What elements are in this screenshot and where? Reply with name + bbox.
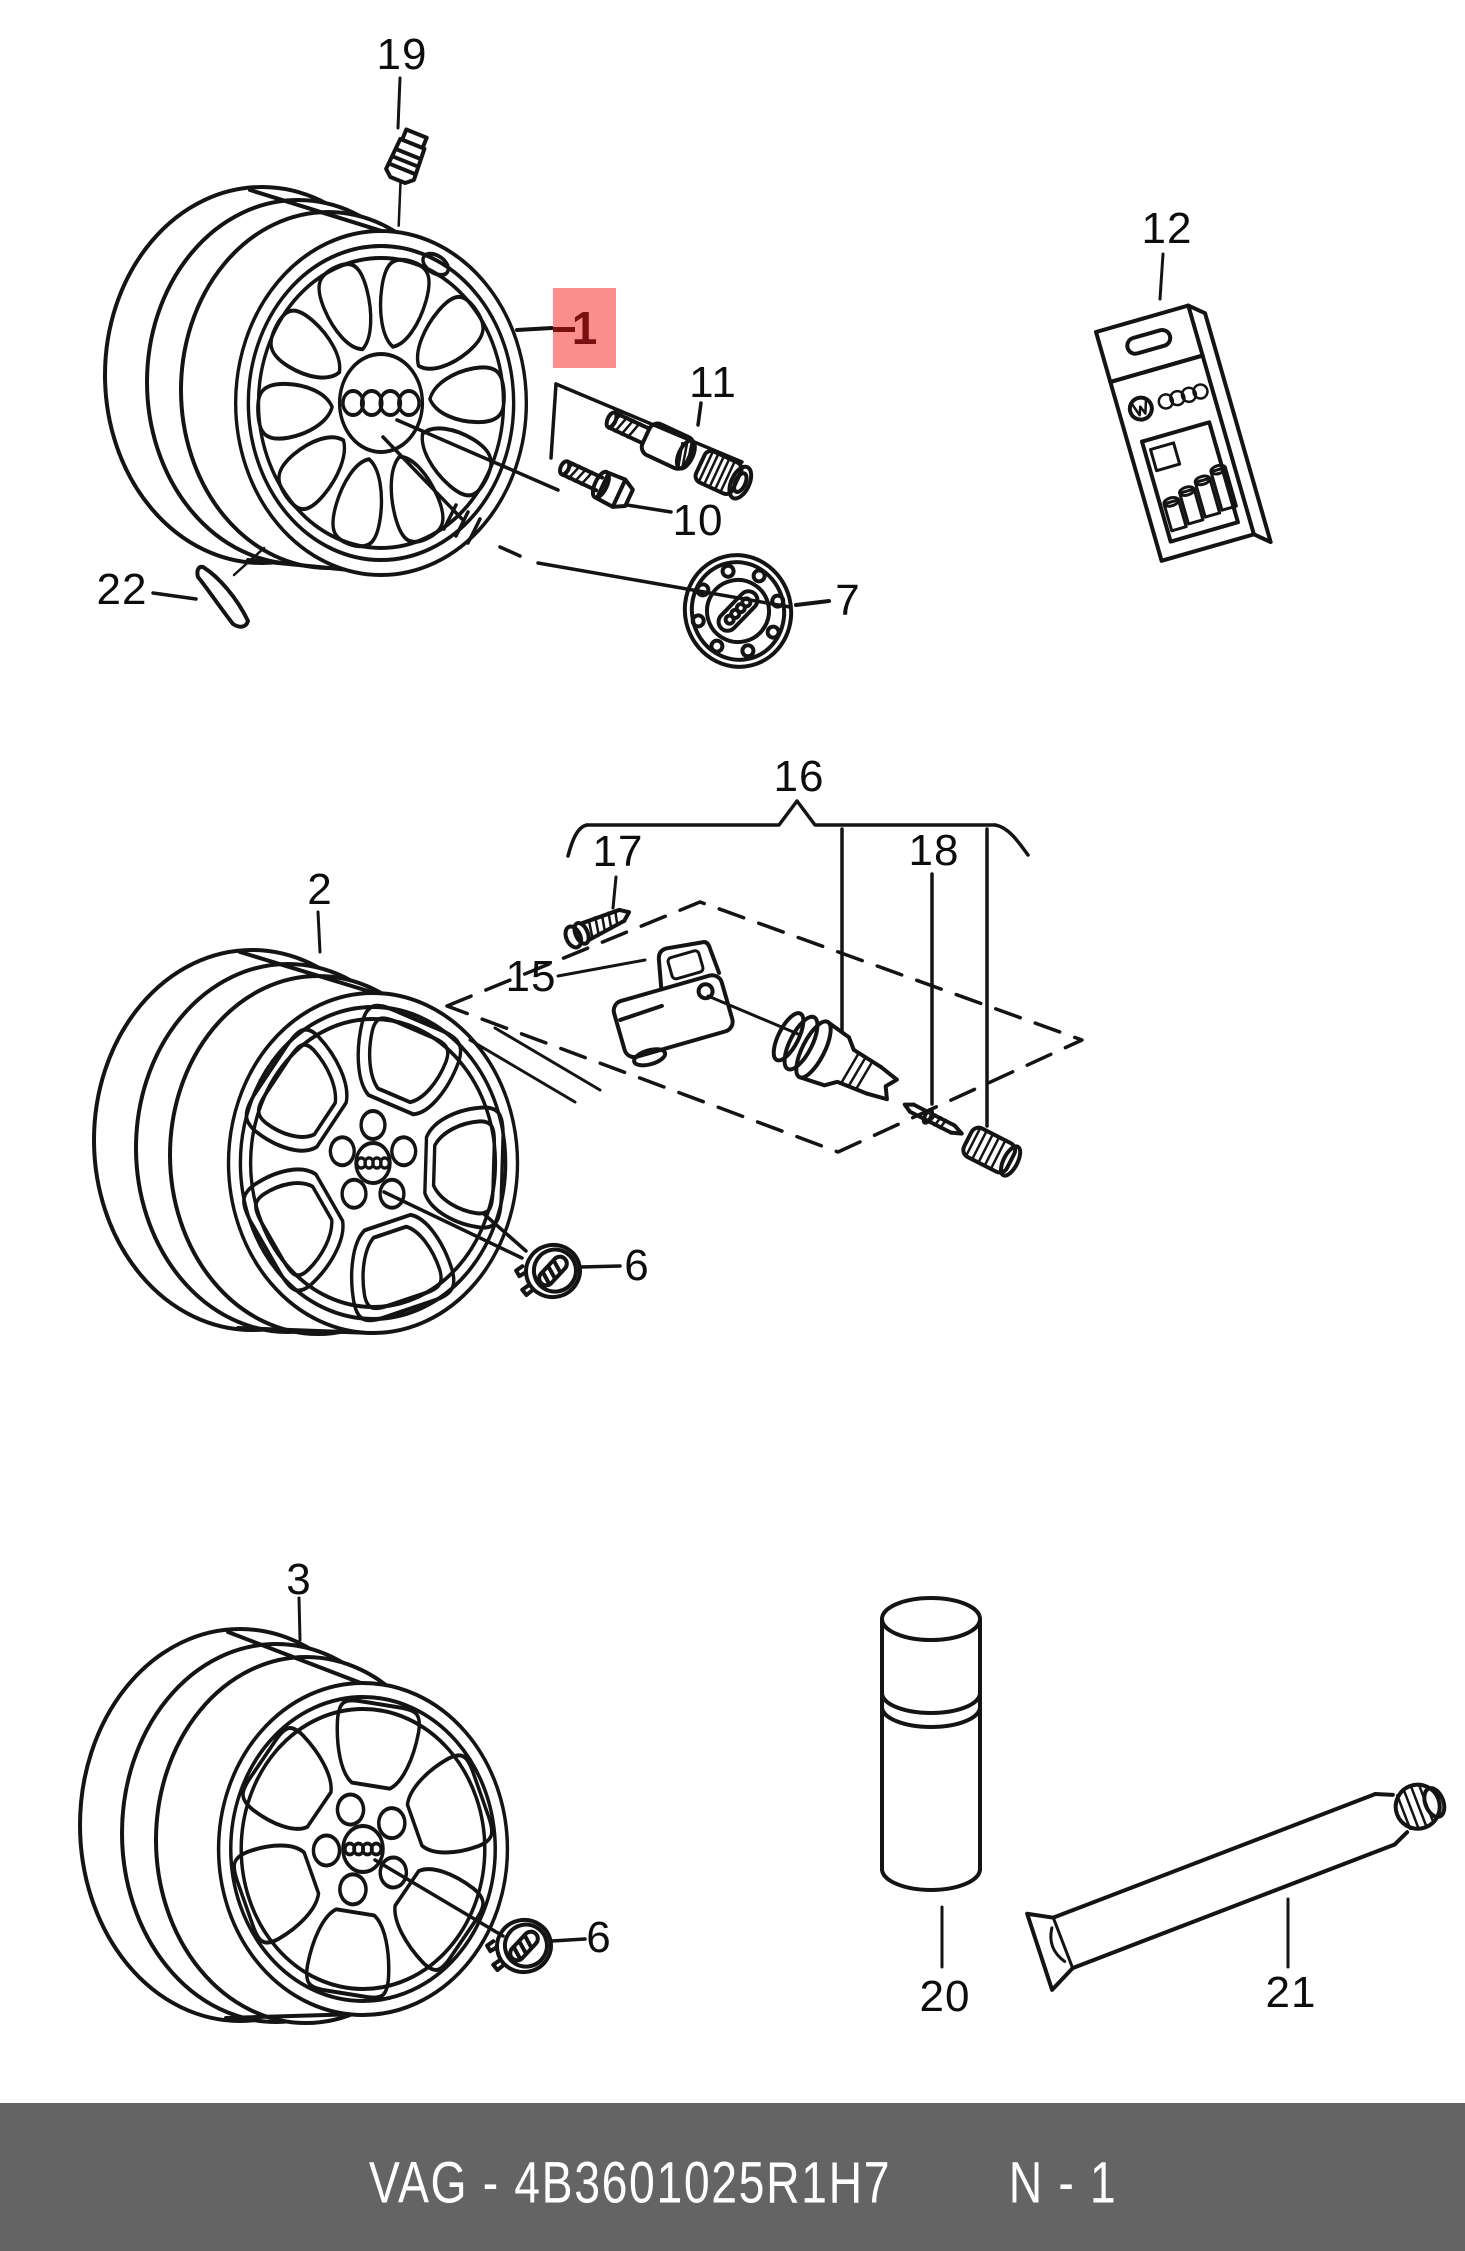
callout-17[interactable]: 17 — [592, 827, 644, 876]
valve-stem-16-drawing — [771, 1011, 899, 1102]
vw-logo-icon — [1127, 395, 1154, 422]
callout-6-mid[interactable]: 6 — [624, 1241, 650, 1290]
callout-1: 1 — [571, 302, 598, 354]
callout-19[interactable]: 19 — [376, 30, 428, 79]
bracket-16 — [566, 799, 1030, 1128]
center-cap-7-drawing — [682, 553, 831, 669]
audi-rings-icon — [716, 589, 760, 633]
wheel-3-drawing — [78, 1596, 510, 2025]
callout-7[interactable]: 7 — [835, 576, 861, 625]
valve-stem-19-drawing — [384, 76, 429, 227]
balance-weight-22-drawing — [151, 546, 266, 629]
footer-part-code: VAG - 4B3601025R1H7 — [368, 2150, 892, 2216]
bottle-20-drawing — [880, 1596, 982, 1969]
footer-page-ref: N - 1 — [1008, 2150, 1118, 2216]
lock-bolt-11-drawing — [604, 410, 754, 501]
callout-2[interactable]: 2 — [307, 865, 333, 914]
sensor-leader-lines — [468, 1026, 602, 1104]
dashed-mount-region — [445, 900, 1084, 1154]
wheel-2-drawing — [92, 910, 524, 1336]
footer-bar: VAG - 4B3601025R1H7 N - 1 — [0, 2103, 1465, 2251]
tpms-sensor-15-drawing — [556, 940, 800, 1068]
callout-22[interactable]: 22 — [96, 565, 148, 614]
center-cap-6-bottom-drawing — [481, 1912, 587, 1981]
highlight-part-1[interactable]: 1 — [553, 288, 616, 368]
callout-10[interactable]: 10 — [672, 496, 724, 545]
callout-11[interactable]: 11 — [689, 358, 737, 407]
callout-21[interactable]: 21 — [1265, 1968, 1317, 2017]
callout-20[interactable]: 20 — [919, 1972, 971, 2021]
parts-box-12-drawing — [1094, 252, 1273, 563]
leader-part-1 — [515, 326, 554, 332]
callout-16[interactable]: 16 — [773, 752, 825, 801]
callout-12[interactable]: 12 — [1141, 204, 1193, 253]
callout-18[interactable]: 18 — [908, 826, 960, 875]
leader-line — [553, 327, 575, 332]
center-cap-6-mid-drawing — [482, 1212, 622, 1306]
tube-21-drawing — [1025, 1782, 1447, 1992]
callout-15[interactable]: 15 — [505, 952, 557, 1001]
callout-3[interactable]: 3 — [286, 1555, 312, 1604]
wheel-bolt-10-drawing — [558, 459, 673, 514]
sensor-screw-17-drawing — [563, 875, 632, 950]
wheel-1-drawing — [103, 185, 529, 577]
callout-6-bottom[interactable]: 6 — [586, 1913, 612, 1962]
audi-rings-icon — [1157, 383, 1209, 410]
valve-core-18-drawing — [902, 1102, 1023, 1178]
